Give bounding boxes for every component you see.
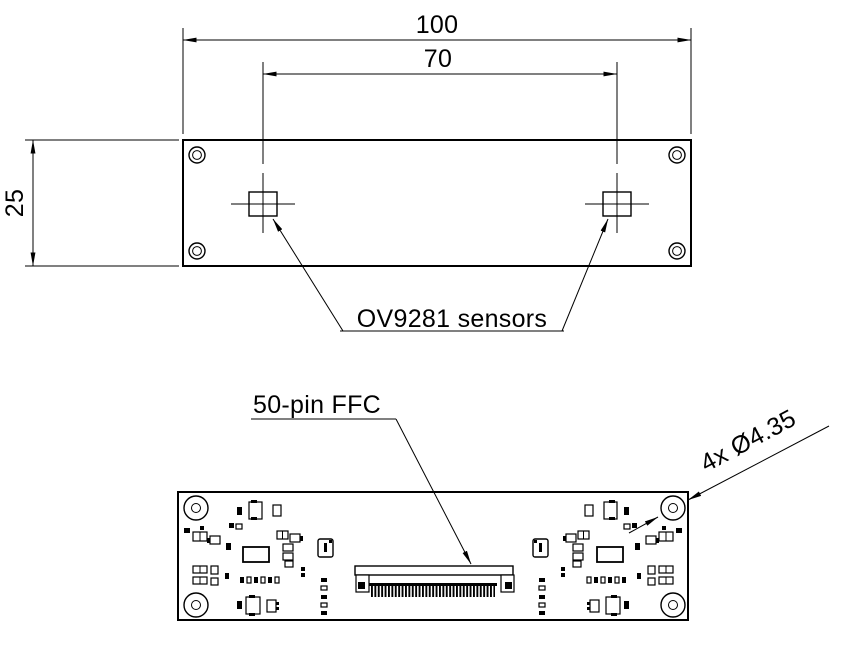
hole-diameter-label: 4x Ø4.35 — [696, 404, 801, 477]
smd-pad — [321, 595, 327, 599]
dim-70-label: 70 — [424, 45, 452, 73]
mounting-hole-outer — [188, 146, 206, 164]
smd-pad — [225, 573, 229, 579]
crystal-mark — [324, 543, 327, 552]
mounting-hole-inner — [192, 246, 202, 256]
dimension-sensor-spacing: 70 — [262, 45, 618, 164]
smd-pad — [200, 526, 204, 530]
smd-component — [260, 576, 266, 584]
smd-pad — [237, 507, 242, 515]
smd-component — [246, 576, 252, 584]
left-sensor-footprint — [231, 173, 295, 233]
smd-pad — [300, 536, 303, 541]
mounting-hole-outer — [668, 146, 686, 164]
leader-line-left — [272, 218, 344, 332]
ffc-pin-rail — [369, 583, 497, 586]
smd-component — [209, 535, 221, 545]
mounting-hole-inner — [192, 150, 202, 160]
smd-pad — [268, 577, 272, 583]
mounting-hole-inner — [668, 600, 678, 610]
smd-pad — [329, 540, 332, 543]
leader-line-right — [561, 218, 609, 332]
ffc-connector — [354, 565, 515, 597]
smd-pad — [254, 577, 258, 583]
top-board-outline — [182, 139, 692, 267]
smd-pad — [301, 573, 305, 577]
mounting-hole-inner — [191, 600, 201, 610]
ffc-latch-pad — [505, 582, 512, 589]
smd-component — [274, 576, 280, 584]
smd-pad — [301, 567, 305, 571]
leader-line-tail — [628, 516, 659, 534]
smd-component — [235, 523, 243, 530]
ffc-callout: 50-pin FFC — [251, 391, 472, 565]
smd-pad — [226, 543, 231, 550]
top-mounting-holes — [188, 146, 686, 260]
bottom-view: 50-pin FFC 4x Ø4.35 — [177, 391, 830, 621]
smd-pad — [276, 602, 279, 605]
ffc-callout-label: 50-pin FFC — [253, 391, 381, 419]
ffc-connector-body — [354, 565, 514, 576]
smd-pad — [184, 528, 190, 533]
smd-pad — [207, 538, 210, 543]
mounting-hole-inner — [191, 503, 201, 513]
mounting-hole-inner — [672, 150, 682, 160]
mounting-hole-outer — [183, 592, 209, 618]
smd-component — [289, 533, 301, 543]
leader-line — [395, 418, 472, 565]
smd-component — [282, 552, 294, 561]
right-sensor-footprint — [585, 173, 649, 233]
pcb-components-left — [184, 500, 334, 616]
smd-component — [210, 577, 219, 586]
mounting-hole-inner — [672, 246, 682, 256]
top-view: 100 70 25 OV9281 sensors — [1, 11, 692, 333]
bottom-mounting-holes — [183, 495, 686, 618]
dimension-overall-width: 100 — [182, 11, 692, 134]
smd-pad — [249, 595, 255, 598]
dimension-board-height: 25 — [1, 139, 179, 267]
smd-pad — [229, 523, 234, 528]
leader-line — [687, 425, 830, 501]
dim-100-label: 100 — [416, 11, 459, 39]
mounting-hole-outer — [668, 242, 686, 260]
smd-component — [210, 565, 219, 575]
smd-pad — [251, 517, 257, 520]
smd-component — [320, 602, 328, 608]
smd-pad — [276, 607, 279, 610]
smd-component — [284, 560, 294, 568]
sensors-callout: OV9281 sensors — [272, 218, 609, 333]
ffc-latch-pad — [358, 582, 365, 589]
smd-component — [320, 585, 328, 591]
smd-pad — [240, 577, 244, 583]
smd-component — [272, 504, 282, 517]
mounting-hole-outer — [660, 495, 686, 521]
smd-component — [245, 596, 261, 615]
ic-chip — [242, 546, 270, 563]
sensors-callout-label: OV9281 sensors — [357, 305, 547, 333]
smd-component — [282, 543, 294, 552]
smd-pad — [249, 613, 255, 616]
smd-pad — [251, 500, 257, 503]
smd-component — [248, 501, 263, 520]
mounting-hole-outer — [183, 495, 209, 521]
mounting-hole-outer — [660, 592, 686, 618]
smd-pad — [321, 611, 327, 615]
mounting-hole-inner — [668, 503, 678, 513]
smd-pad — [321, 578, 327, 582]
smd-component — [266, 599, 277, 613]
smd-pad — [237, 601, 242, 609]
dim-25-label: 25 — [1, 189, 29, 217]
mounting-hole-outer — [188, 242, 206, 260]
